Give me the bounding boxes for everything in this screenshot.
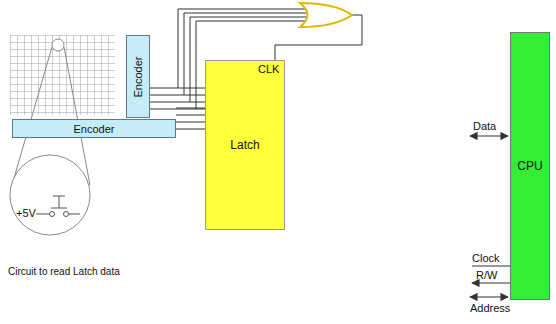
- box-label: CPU: [517, 159, 542, 173]
- signal-name: Clock: [472, 252, 500, 264]
- latch-box: Latch: [205, 60, 285, 230]
- signal-name: R/W: [476, 269, 497, 281]
- or-gate: [300, 3, 352, 27]
- voltage-label: +5V: [16, 207, 36, 219]
- box-label: Encoder: [74, 123, 115, 135]
- wire: [176, 115, 205, 116]
- wire: [176, 122, 205, 123]
- wire: [176, 108, 205, 109]
- box-label: Encoder: [132, 56, 144, 97]
- cpu-box: CPU: [510, 32, 550, 300]
- key-matrix: [10, 35, 115, 115]
- encoder-box: Encoder: [126, 35, 150, 118]
- cpu-bus-lines: [470, 136, 510, 297]
- signal-name: Data: [473, 120, 496, 132]
- signal-name: Address: [470, 302, 510, 314]
- caption-note: Circuit to read Latch data: [8, 266, 120, 277]
- wire: [150, 88, 205, 89]
- wire: [150, 95, 205, 96]
- box-label: Latch: [230, 138, 259, 152]
- switch-symbol: [36, 196, 80, 217]
- wire: [150, 109, 205, 110]
- wire-bundle: [176, 108, 205, 129]
- wire: [150, 102, 205, 103]
- wire-bundle: [150, 88, 205, 109]
- encoder-box: Encoder: [12, 119, 176, 138]
- signal-name: CLK: [258, 63, 279, 75]
- wire: [176, 129, 205, 130]
